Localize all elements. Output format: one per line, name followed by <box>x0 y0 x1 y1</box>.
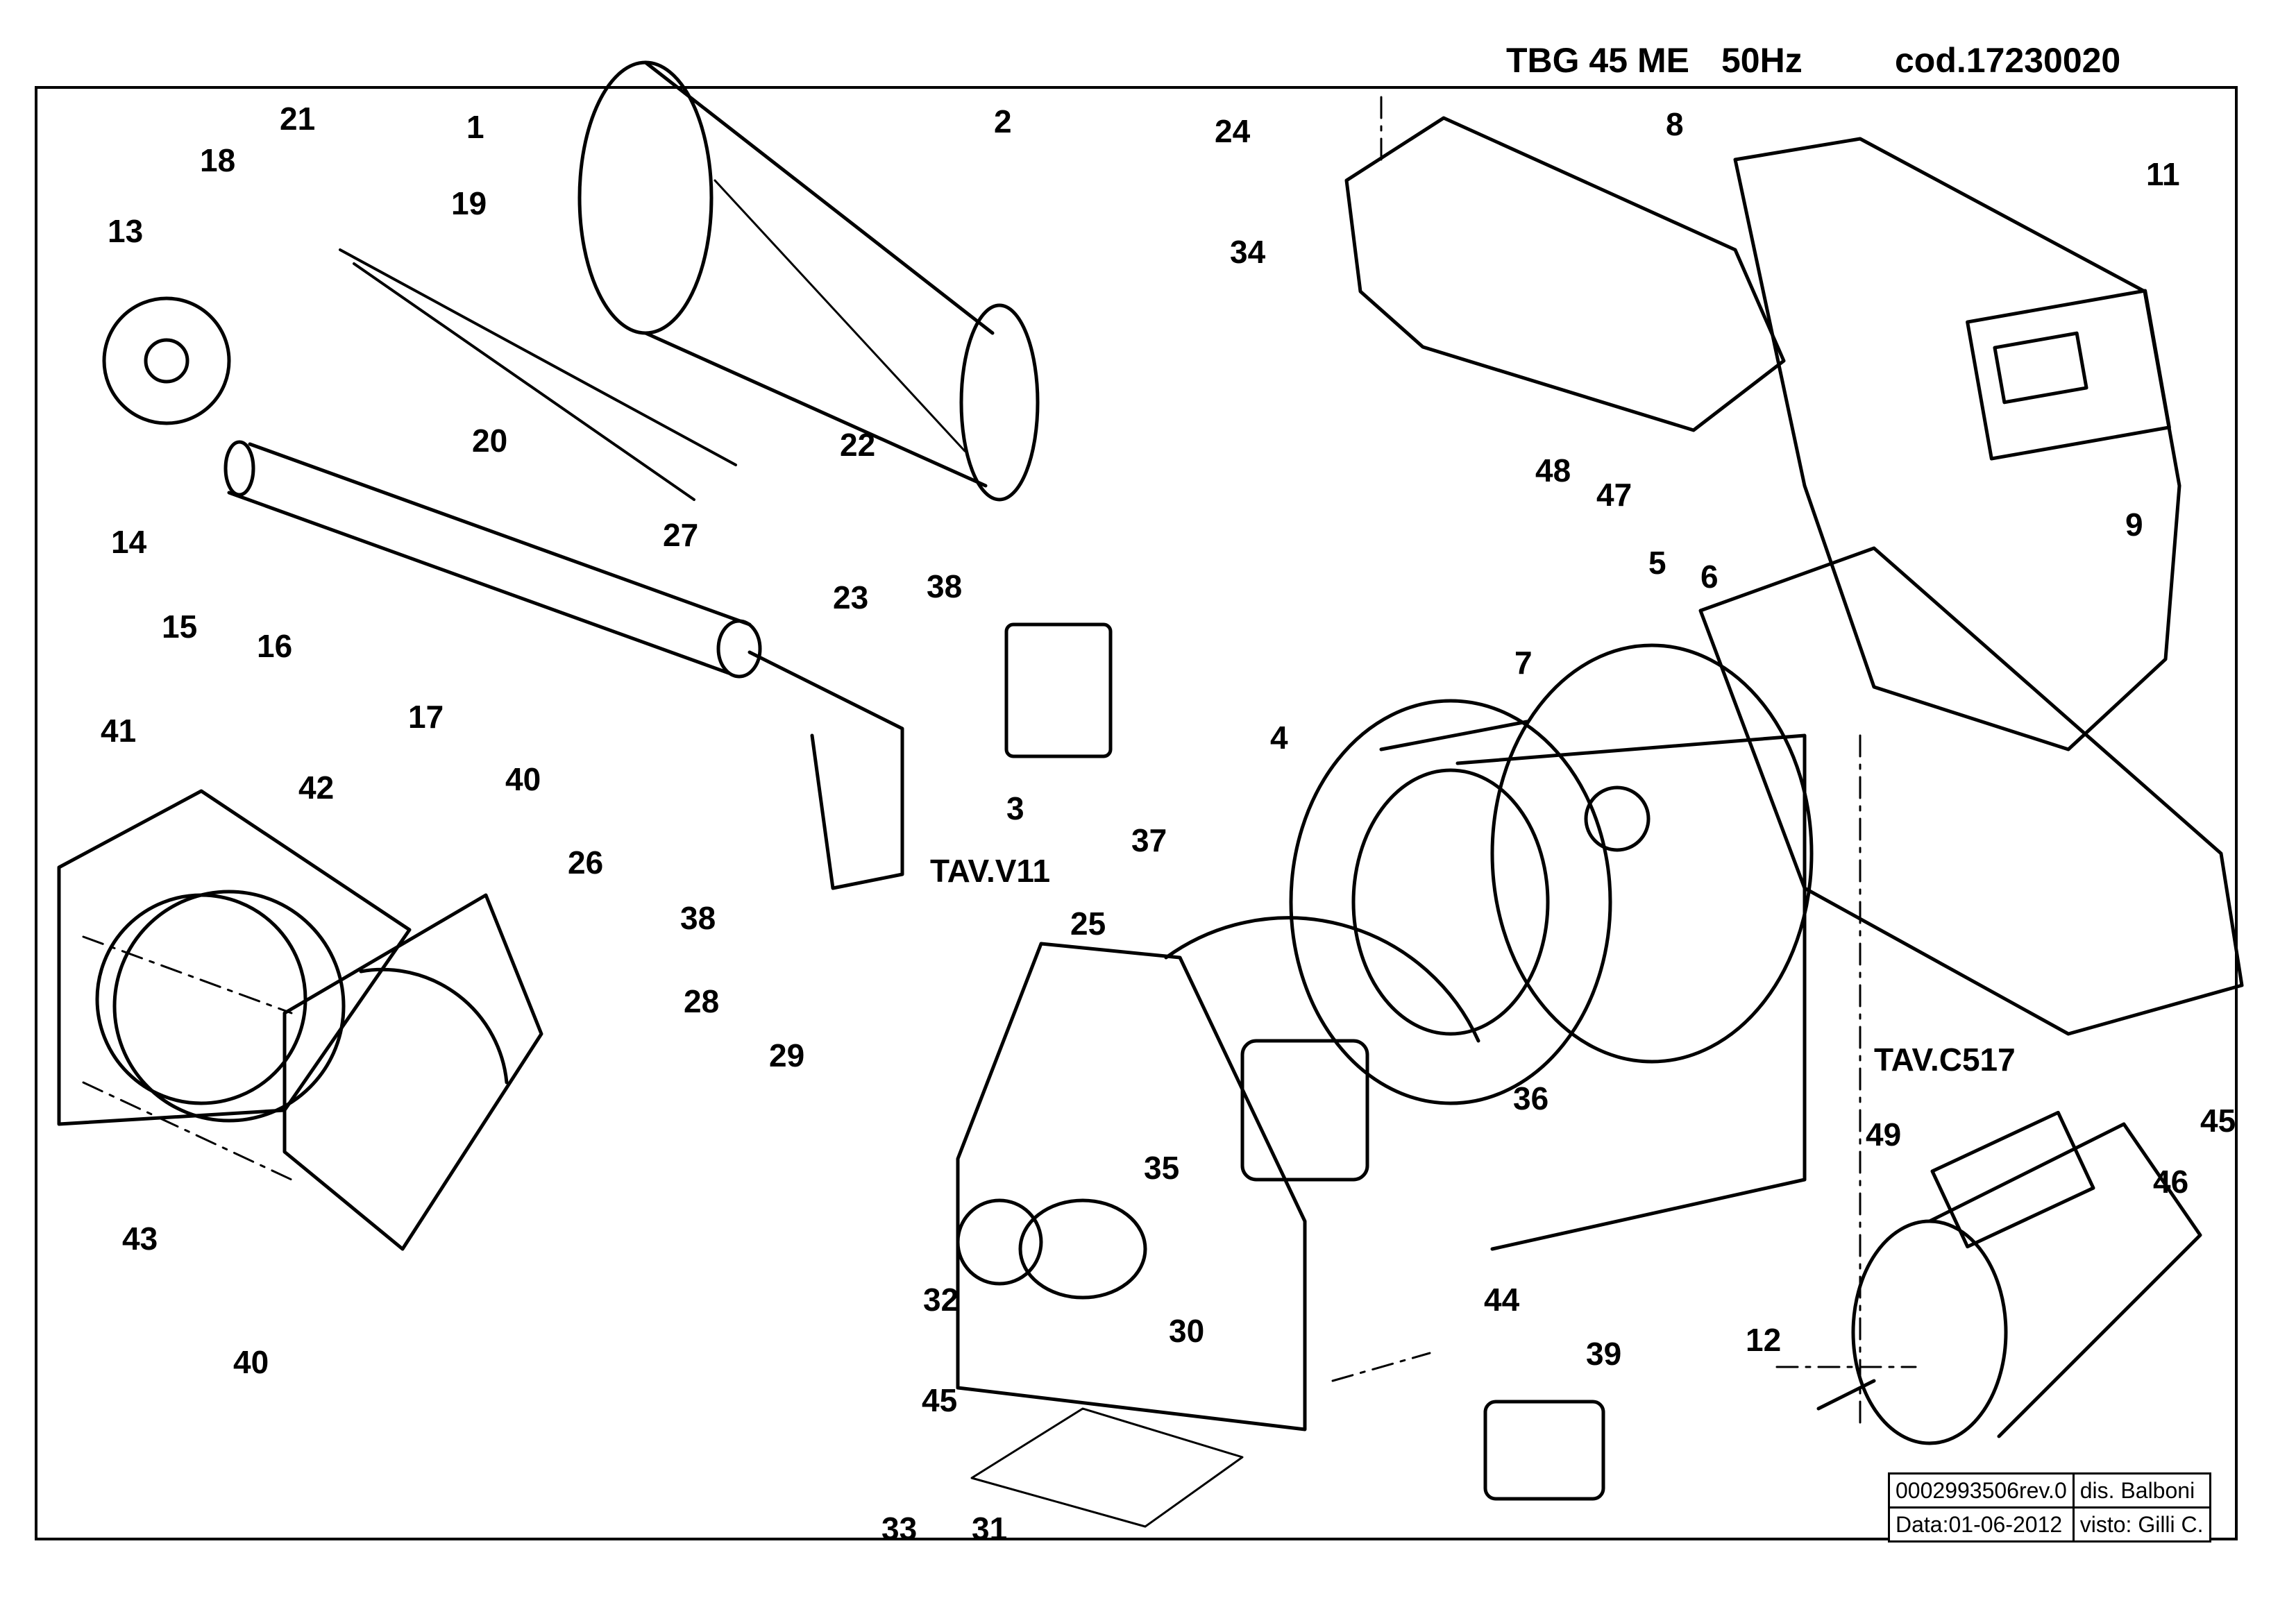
callout-38-bottom: 38 <box>680 900 716 936</box>
callout-49: 49 <box>1866 1116 1902 1153</box>
gas-valve <box>1240 1039 1369 1182</box>
callout-18: 18 <box>200 142 236 178</box>
callout-41: 41 <box>101 713 137 749</box>
checked-by: visto: Gilli C. <box>2072 1506 2211 1543</box>
flange-assembly <box>57 789 543 1251</box>
drawing-frame <box>35 86 2238 1540</box>
drawing-date: Data:01-06-2012 <box>1888 1506 2075 1543</box>
callout-39: 39 <box>1586 1336 1622 1372</box>
callout-8: 8 <box>1666 106 1684 142</box>
callout-24: 24 <box>1215 113 1251 149</box>
callout-31: 31 <box>972 1511 1008 1547</box>
fan-motor <box>1816 1110 2202 1445</box>
display-module <box>1966 289 2171 461</box>
callout-6: 6 <box>1700 559 1719 595</box>
callout-33: 33 <box>881 1511 918 1547</box>
callout-36: 36 <box>1513 1080 1549 1116</box>
callout-23: 23 <box>833 579 869 615</box>
callout-43: 43 <box>122 1221 158 1257</box>
callout-7: 7 <box>1514 645 1533 681</box>
callout-4: 4 <box>1270 720 1288 756</box>
callout-25: 25 <box>1070 906 1106 942</box>
callout-9: 9 <box>2125 507 2143 543</box>
burner-housing <box>956 916 1480 1431</box>
frequency: 50Hz <box>1721 41 1803 80</box>
electrodes <box>339 248 737 501</box>
drawn-by: dis. Balboni <box>2072 1472 2211 1509</box>
callout-35: 35 <box>1144 1150 1180 1186</box>
callout-15: 15 <box>162 609 198 645</box>
callout-32: 32 <box>923 1282 959 1318</box>
callout-16: 16 <box>257 628 293 664</box>
title-block: 0002993506rev.0 dis. Balboni Data:01-06-… <box>1888 1472 2211 1543</box>
valve-table-reference: TAV.V11 <box>930 853 1051 889</box>
callout-34: 34 <box>1230 234 1266 270</box>
air-damper-actuator <box>1483 1400 1605 1501</box>
callout-13: 13 <box>108 213 144 249</box>
callout-12: 12 <box>1746 1322 1782 1358</box>
fan-volute <box>1455 643 1814 1251</box>
callout-37: 37 <box>1131 822 1167 858</box>
callout-3: 3 <box>1006 790 1024 826</box>
callout-21: 21 <box>280 101 316 137</box>
callout-48: 48 <box>1535 452 1571 488</box>
callout-14: 14 <box>111 524 147 560</box>
doc-number: 0002993506rev.0 <box>1888 1472 2075 1509</box>
callout-1: 1 <box>466 109 484 145</box>
combustion-head-pipe <box>223 440 904 890</box>
callout-47: 47 <box>1596 477 1632 513</box>
blast-tube <box>577 60 1040 502</box>
callout-44: 44 <box>1484 1282 1520 1318</box>
stabilizer-disc <box>102 296 231 425</box>
callout-46: 46 <box>2153 1164 2189 1200</box>
callout-22: 22 <box>840 427 876 463</box>
callout-5: 5 <box>1648 545 1666 581</box>
callout-28: 28 <box>684 983 720 1019</box>
callout-20: 20 <box>472 423 508 459</box>
callout-11: 11 <box>2146 156 2180 192</box>
callout-26: 26 <box>568 844 604 881</box>
callout-30: 30 <box>1169 1313 1205 1349</box>
callout-38-top: 38 <box>927 568 963 604</box>
callout-40-bottom: 40 <box>233 1344 269 1380</box>
fan-wheel <box>1289 699 1612 1105</box>
callout-19: 19 <box>451 185 487 221</box>
model-name: TBG 45 ME <box>1506 41 1689 80</box>
control-table-reference: TAV.C517 <box>1874 1042 2016 1078</box>
drawing-code: cod.17230020 <box>1895 41 2121 80</box>
alignment-lines <box>82 96 1917 1431</box>
callout-17: 17 <box>408 699 444 735</box>
callout-42: 42 <box>298 770 335 806</box>
control-panel <box>1698 546 2244 1036</box>
callout-40-top: 40 <box>505 761 541 797</box>
callout-27: 27 <box>663 517 699 553</box>
air-intake-grid <box>970 1407 1244 1528</box>
callout-45-bottom: 45 <box>922 1382 958 1418</box>
callout-2: 2 <box>994 103 1012 139</box>
callout-45-right: 45 <box>2200 1103 2236 1139</box>
air-intake-cover <box>1344 116 2181 751</box>
callout-29: 29 <box>769 1037 805 1073</box>
ignition-transformer <box>1004 622 1113 758</box>
